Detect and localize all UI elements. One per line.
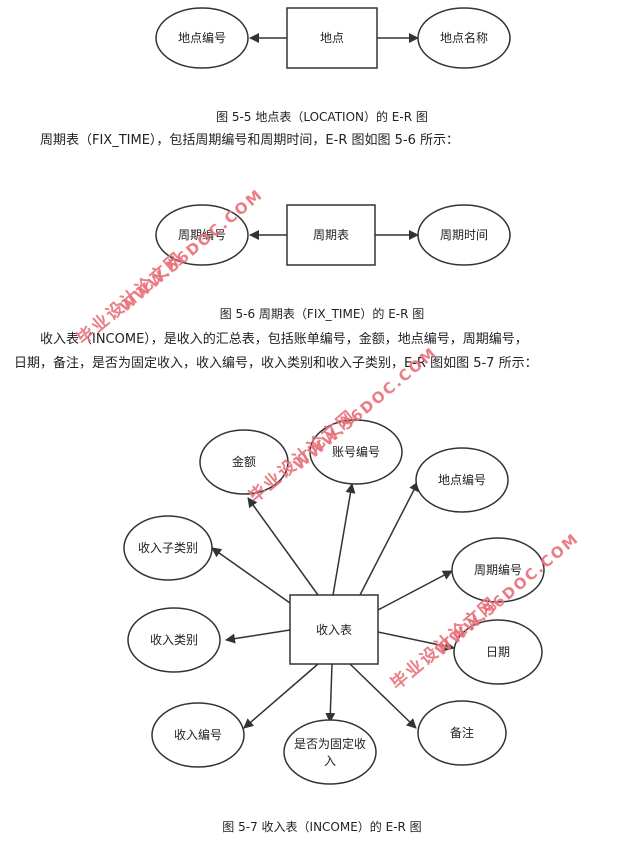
attr-remark-label: 备注 xyxy=(450,725,474,740)
edge-bill-no xyxy=(332,483,356,596)
attr-amount xyxy=(199,429,289,495)
figure-caption-5-5: 图 5-5 地点表（LOCATION）的 E-R 图 xyxy=(216,110,428,124)
edge-amount xyxy=(247,497,319,596)
attr-location-no xyxy=(155,7,249,69)
attr-location-name-label: 地点名称 xyxy=(440,30,488,45)
attr-period-time-label: 周期时间 xyxy=(440,228,488,242)
paragraph-income-line1: 收入表（INCOME），是收入的汇总表，包括账单编号，金额，地点编号，周期编号， xyxy=(40,332,528,347)
attr-date xyxy=(453,619,543,685)
edge-remark xyxy=(349,663,417,729)
entity-income xyxy=(289,594,379,665)
entity-income-label: 收入表 xyxy=(316,623,352,637)
entity-fix-time-label: 周期表 xyxy=(313,228,349,242)
attr-period-time xyxy=(417,204,511,266)
diagram-location: 地点编号 地点 地点名称 xyxy=(155,7,511,69)
attr-bill-no xyxy=(309,419,403,485)
attr-is-fixed xyxy=(283,719,377,785)
attr-is-fixed-label-1: 是否为固定收 xyxy=(294,736,366,751)
edge-category xyxy=(225,629,291,644)
attr-bill-no-label: 账号编号 xyxy=(332,444,380,459)
entity-fix-time xyxy=(286,204,376,266)
edge-date xyxy=(377,631,455,652)
entity-location xyxy=(286,7,378,69)
attr-period-no-label: 周期编号 xyxy=(178,227,226,242)
attr-location-name xyxy=(417,7,511,69)
figure-caption-5-6: 图 5-6 周期表（FIX_TIME）的 E-R 图 xyxy=(219,307,425,321)
edge-period-no-3 xyxy=(377,570,453,611)
attr-sub-category-label: 收入子类别 xyxy=(138,541,198,555)
attr-date-label: 日期 xyxy=(486,645,510,659)
diagram-income: 金额 账号编号 地点编号 收入子类别 周期编号 收入类别 日期 收入编号 是否为… xyxy=(123,419,545,785)
attr-period-no-3-label: 周期编号 xyxy=(474,562,522,577)
attr-sub-category xyxy=(123,515,213,581)
attr-location-no-label: 地点编号 xyxy=(178,30,226,45)
edge-location-no-3 xyxy=(359,481,419,596)
edge-sub-category xyxy=(211,547,291,604)
attr-income-no xyxy=(151,702,245,768)
figure-caption-5-7: 图 5-7 收入表（INCOME）的 E-R 图 xyxy=(222,820,422,834)
attr-amount-label: 金额 xyxy=(232,454,256,469)
attr-period-no xyxy=(155,204,249,266)
attr-location-no-3-label: 地点编号 xyxy=(438,472,486,487)
attr-location-no-3 xyxy=(415,447,509,513)
diagram-fix-time: 周期编号 周期表 周期时间 xyxy=(155,204,511,266)
attr-category xyxy=(127,607,221,673)
edge-is-fixed xyxy=(325,663,336,723)
entity-location-label: 地点 xyxy=(320,31,344,45)
attr-is-fixed-label-2: 入 xyxy=(324,754,336,768)
attr-income-no-label: 收入编号 xyxy=(174,727,222,742)
paragraph-fix-time: 周期表（FIX_TIME），包括周期编号和周期时间，E-R 图如图 5-6 所示… xyxy=(40,133,459,148)
paragraph-income-line2: 日期，备注，是否为固定收入，收入编号，收入类别和收入子类别，E-R 图如图 5-… xyxy=(14,356,538,371)
attr-category-label: 收入类别 xyxy=(150,633,198,647)
edge-income-no xyxy=(243,663,319,729)
attr-remark xyxy=(417,700,507,766)
attr-period-no-3 xyxy=(451,537,545,603)
